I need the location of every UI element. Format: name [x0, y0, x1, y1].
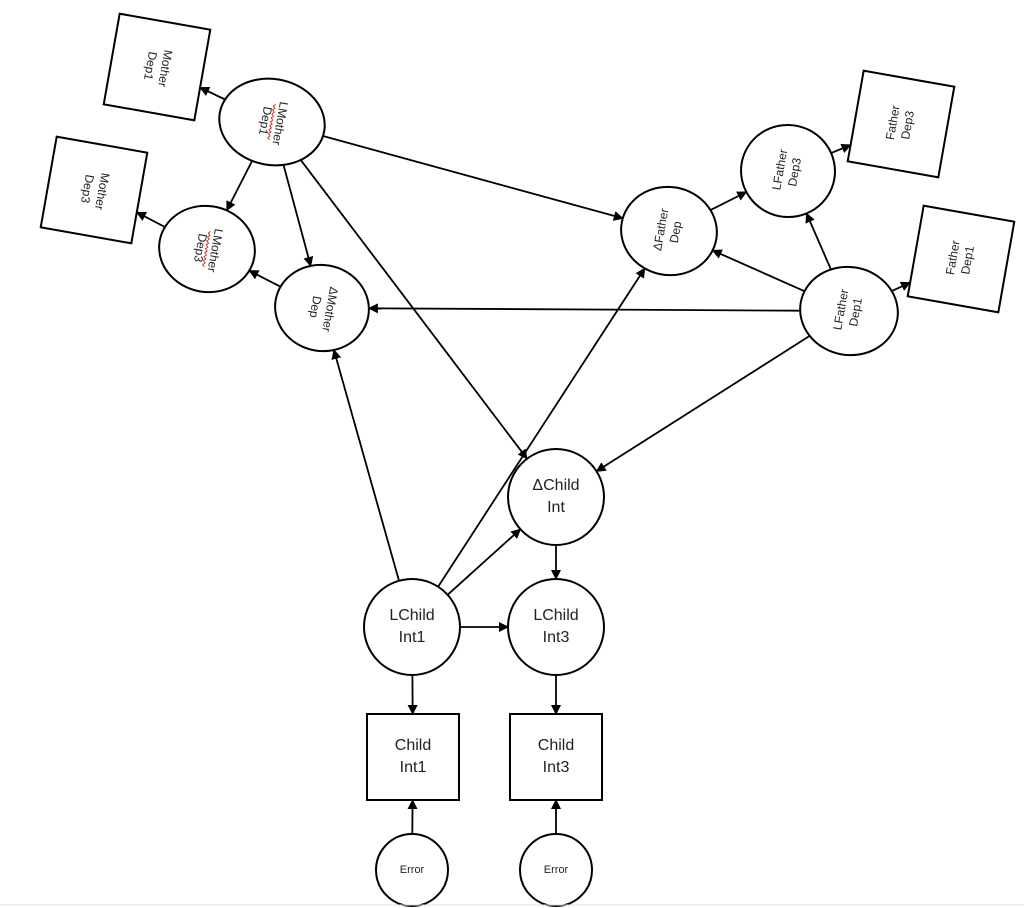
node-label-line: Dep3: [78, 174, 97, 205]
node-ellipse-shape: [218, 77, 326, 167]
edge-lfather-dep1-to-dfather-dep: [711, 249, 805, 293]
node-box-shape: [102, 12, 212, 122]
node-ellipse-shape: [519, 833, 593, 907]
node-box-shape: [906, 204, 1016, 314]
node-label-line: Father: [883, 104, 903, 141]
node-label-line: Int3: [543, 629, 570, 646]
edge-lfather-dep1-to-lfather-dep3: [805, 212, 832, 270]
edge-lfather-dep3-to-father-dep3-box: [830, 143, 852, 154]
node-ellipse-shape: [507, 578, 605, 676]
spellcheck-underline: [267, 103, 276, 141]
edge-lmother-dep1-to-dmother-dep: [282, 164, 314, 267]
edge-lfather-dep1-to-dmother-dep: [367, 303, 801, 314]
node-box-shape: [509, 713, 603, 801]
node-label-line: Dep1: [141, 51, 160, 82]
edge-lmother-dep3-to-mother-dep3-box: [135, 211, 166, 228]
node-label-line: Mother: [155, 49, 175, 88]
node-label-line: Dep3: [898, 109, 917, 140]
edge-lchild-int1-to-dfather-dep: [437, 267, 646, 588]
node-ellipse-shape: [620, 185, 718, 277]
node-label-line: LChild: [533, 607, 578, 624]
node-error1[interactable]: Error: [375, 833, 449, 907]
node-label-line: ΔChild: [532, 477, 579, 494]
edges: [135, 86, 912, 835]
node-label-line: Int: [547, 499, 565, 516]
node-label-line: Dep: [667, 220, 685, 244]
edge-lfather-dep1-to-father-dep1-box: [891, 281, 912, 292]
node-label-line: Child: [538, 737, 574, 754]
node-label-line: Error: [400, 864, 425, 876]
spellcheck-underline: [202, 230, 211, 268]
node-box-shape: [846, 69, 956, 179]
node-label-line: Error: [544, 864, 569, 876]
node-box-shape: [366, 713, 460, 801]
node-label-line: Mother: [92, 172, 112, 211]
node-label-line: Dep1: [846, 296, 865, 327]
edge-lmother-dep1-to-dfather-dep: [322, 135, 624, 221]
node-ellipse-shape: [375, 833, 449, 907]
edge-dmother-dep-to-lmother-dep3: [248, 269, 281, 288]
edge-dfather-dep-to-lfather-dep3: [710, 191, 748, 211]
edge-lchild-int1-to-dchild-int: [446, 528, 522, 596]
node-ellipse-shape: [740, 123, 836, 219]
node-label-line: Father: [943, 239, 963, 276]
node-label-line: Int3: [543, 759, 570, 776]
nodes: LMotherDep1LMotherDep3ΔMotherDepMotherDe…: [39, 12, 1016, 907]
node-label-line: Int1: [400, 759, 427, 776]
edge-lmother-dep1-to-mother-dep1-box: [199, 86, 226, 101]
node-ellipse-shape: [158, 204, 256, 294]
node-error3[interactable]: Error: [519, 833, 593, 907]
node-ellipse-shape: [799, 265, 899, 357]
edge-lfather-dep1-to-dchild-int: [595, 335, 811, 473]
node-label-line: LChild: [389, 607, 434, 624]
node-ellipse-shape: [274, 263, 370, 353]
node-label-line: Dep3: [785, 156, 804, 187]
node-ellipse-shape: [363, 578, 461, 676]
edge-lchild-int1-to-dmother-dep: [331, 349, 400, 582]
node-label-line: Int1: [399, 629, 426, 646]
node-label-line: Dep1: [958, 244, 977, 275]
edge-lmother-dep1-to-lmother-dep3: [225, 160, 253, 212]
node-box-shape: [39, 135, 149, 245]
node-label-line: Child: [395, 737, 431, 754]
node-label-line: Dep: [307, 295, 325, 319]
node-ellipse-shape: [507, 448, 605, 546]
